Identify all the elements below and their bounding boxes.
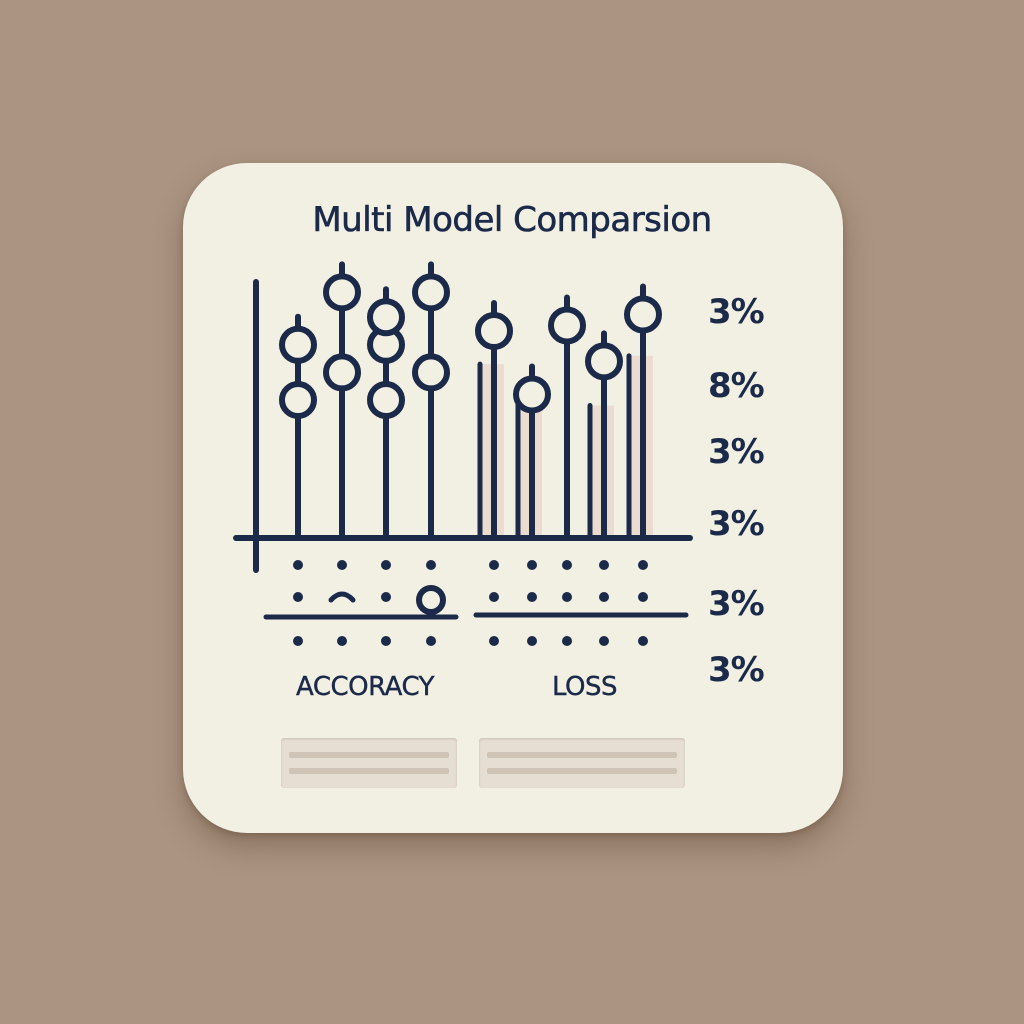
accuracy-point bbox=[279, 325, 317, 364]
loss-point bbox=[585, 342, 623, 381]
axis-dot bbox=[562, 560, 572, 570]
axis-dot bbox=[562, 592, 572, 602]
axis-dot bbox=[337, 560, 347, 570]
accuracy-point bbox=[367, 381, 405, 419]
chart-card bbox=[183, 163, 843, 833]
placeholder-line bbox=[487, 768, 677, 774]
placeholder-line bbox=[289, 752, 449, 758]
axis-dot bbox=[527, 592, 537, 602]
series-label-loss: LOSS bbox=[552, 672, 618, 702]
axis-dot bbox=[426, 560, 436, 570]
axis-ring bbox=[416, 585, 446, 615]
accuracy-point bbox=[279, 381, 317, 419]
axis-dot bbox=[381, 636, 391, 646]
series-label-accuracy: ACCORACY bbox=[296, 672, 435, 702]
axis-dot bbox=[381, 560, 391, 570]
y-tick-label: 3% bbox=[708, 584, 765, 624]
accuracy-point bbox=[323, 353, 361, 392]
axis-dot bbox=[599, 592, 609, 602]
accuracy-point bbox=[412, 273, 450, 312]
axis-dot bbox=[527, 560, 537, 570]
axis-dot bbox=[489, 592, 499, 602]
accuracy-point bbox=[367, 298, 405, 337]
axis-dot bbox=[489, 636, 499, 646]
loss-point bbox=[548, 306, 586, 345]
axis-dot bbox=[381, 592, 391, 602]
loss-point bbox=[513, 375, 551, 414]
axis-dot bbox=[489, 560, 499, 570]
y-tick-label: 3% bbox=[708, 432, 765, 472]
axis-dot bbox=[562, 636, 572, 646]
y-tick-label: 3% bbox=[708, 292, 765, 332]
axis-dot bbox=[638, 636, 648, 646]
axis-arc bbox=[328, 591, 356, 603]
placeholder-bar-right bbox=[479, 738, 685, 788]
axis-dot bbox=[638, 560, 648, 570]
axis-dot bbox=[293, 592, 303, 602]
accuracy-point bbox=[412, 353, 450, 392]
y-tick-label: 3% bbox=[708, 650, 765, 690]
axis-dot bbox=[426, 636, 436, 646]
axis-dot bbox=[337, 636, 347, 646]
axis-dot bbox=[599, 636, 609, 646]
axis-dot bbox=[293, 636, 303, 646]
placeholder-line bbox=[487, 752, 677, 758]
y-tick-label: 3% bbox=[708, 504, 765, 544]
accuracy-point bbox=[323, 273, 361, 312]
loss-point bbox=[624, 295, 662, 334]
loss-point bbox=[475, 312, 513, 350]
axis-dot bbox=[638, 592, 648, 602]
chart-title: Multi Model Comparsion bbox=[312, 200, 712, 241]
placeholder-line bbox=[289, 768, 449, 774]
placeholder-bar-left bbox=[281, 738, 457, 788]
y-tick-label: 8% bbox=[708, 366, 765, 406]
axis-dot bbox=[599, 560, 609, 570]
axis-dot bbox=[293, 560, 303, 570]
axis-dot bbox=[527, 636, 537, 646]
